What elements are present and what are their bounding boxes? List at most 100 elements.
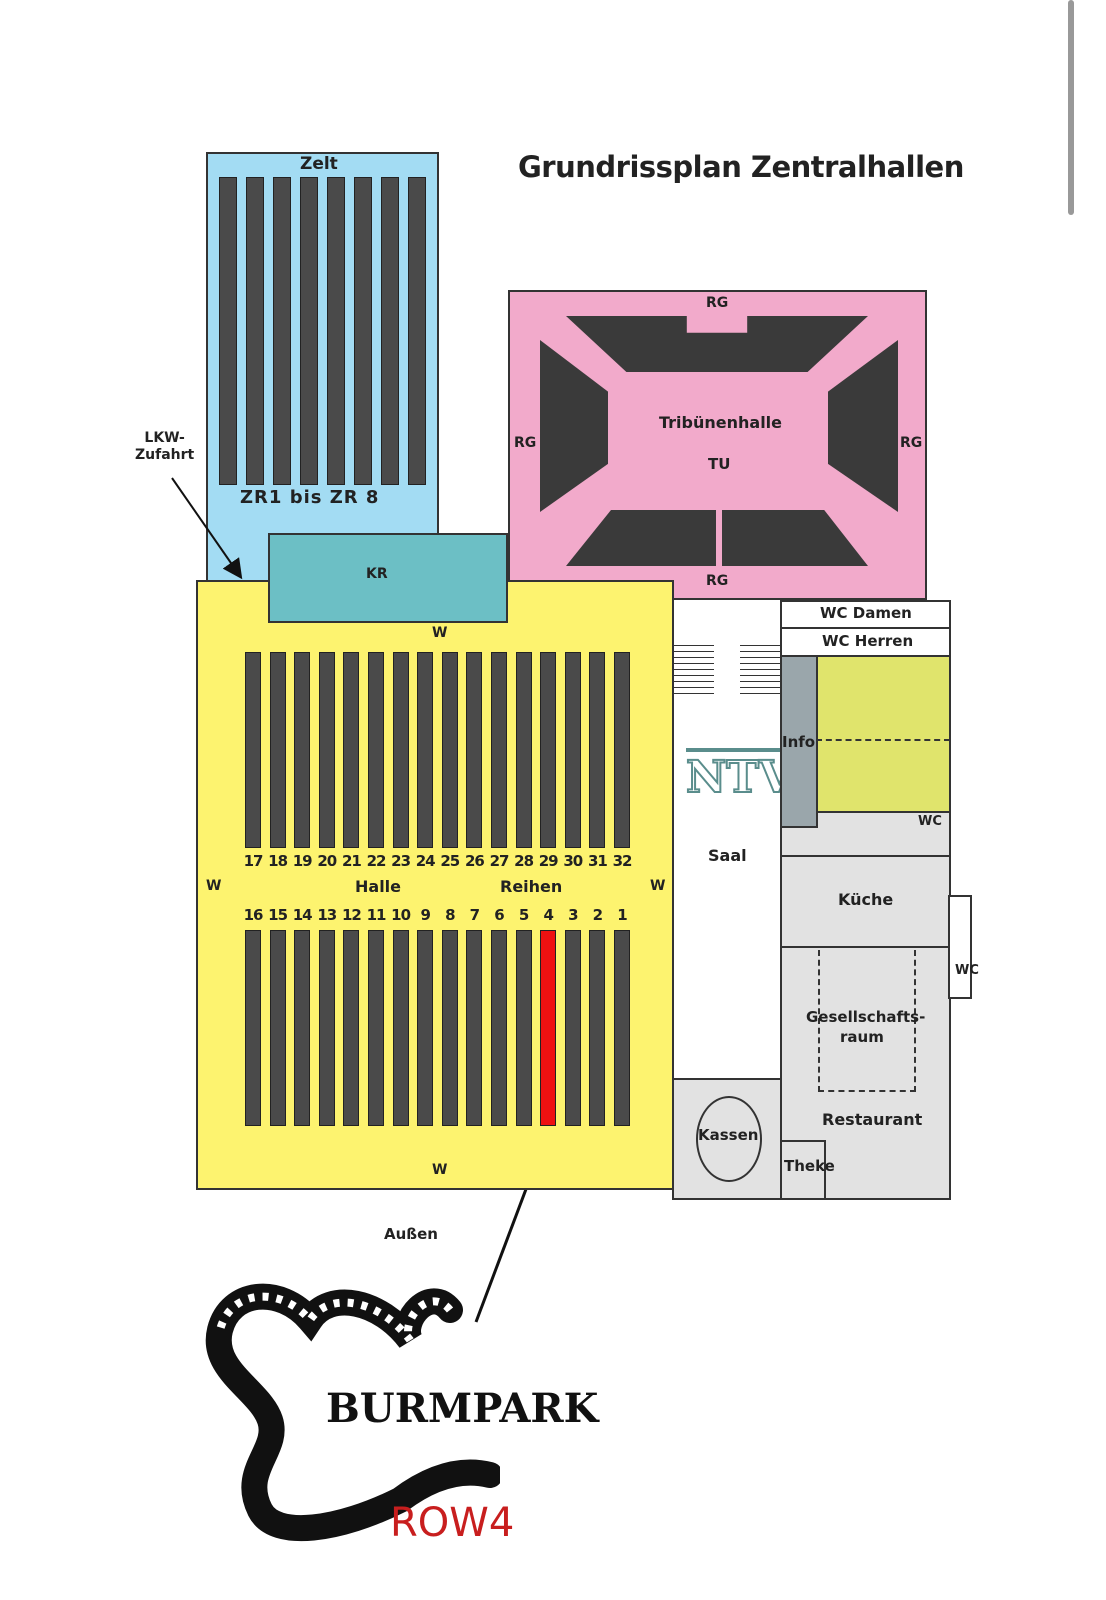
row-number: 18 (268, 852, 288, 870)
gesellschaft-label-1: Gesellschafts- (806, 1008, 926, 1026)
hall-row-14 (294, 930, 311, 1126)
row-number: 5 (518, 906, 529, 924)
gesellschaft-dashed (818, 950, 916, 1092)
aussen-label: Außen (384, 1225, 438, 1243)
row-number: 11 (366, 906, 387, 924)
hall-row-5 (515, 930, 532, 1126)
saal-label: Saal (708, 846, 747, 865)
hall-row-10 (392, 930, 409, 1126)
hall-row-13 (318, 930, 335, 1126)
row-number: 28 (514, 852, 534, 870)
hall-row-16 (245, 930, 261, 1126)
halle-label: Halle (355, 877, 402, 896)
wc-small-label: WC (918, 814, 942, 829)
rg-left: RG (514, 435, 537, 451)
wc-side (948, 895, 972, 999)
zelt-row-5 (327, 177, 345, 485)
dashed-line (816, 739, 950, 741)
row-number: 19 (292, 852, 313, 870)
kueche-label: Küche (838, 890, 894, 909)
hall-row-7 (466, 930, 483, 1126)
zelt-rows-label: ZR1 bis ZR 8 (240, 487, 380, 508)
lkw-arrow (171, 477, 243, 580)
hall-row-26 (466, 652, 483, 848)
kassen-label: Kassen (698, 1126, 759, 1144)
row-number: 24 (415, 852, 436, 870)
kassen-circle (696, 1096, 762, 1182)
rg-bottom: RG (706, 573, 729, 589)
w-bottom: W (432, 1162, 448, 1178)
hall-row-21 (343, 652, 360, 848)
row-number: 3 (568, 906, 578, 924)
kr-label: KR (366, 566, 388, 582)
row-number: 1 (617, 906, 627, 924)
row-number: 2 (592, 906, 603, 924)
zelt-area (206, 152, 439, 582)
restaurant-label: Restaurant (822, 1110, 923, 1129)
kr-area (268, 533, 508, 623)
rg-right: RG (900, 435, 923, 451)
row-number: 14 (292, 906, 313, 924)
row-number: 20 (317, 852, 337, 870)
hall-row-17 (245, 652, 261, 848)
scrollbar[interactable] (1068, 0, 1074, 215)
hall-row-9 (417, 930, 434, 1126)
wc-damen-label: WC Damen (820, 604, 912, 622)
info-label: Info (782, 733, 816, 751)
row-number: 32 (612, 852, 633, 870)
zelt-label: Zelt (300, 154, 338, 174)
w-top: W (432, 625, 448, 641)
tribuene-label: Tribünenhalle (659, 413, 783, 432)
row-number: 15 (268, 906, 288, 924)
hall-row-2 (589, 930, 606, 1126)
highlighted-row-4 (540, 930, 557, 1126)
hall-row-29 (540, 652, 557, 848)
hall-row-24 (417, 652, 434, 848)
row-number: 27 (489, 852, 510, 870)
zelt-row-2 (246, 177, 264, 485)
row-number: 21 (341, 852, 362, 870)
hall-row-11 (368, 930, 384, 1126)
hall-row-28 (515, 652, 532, 848)
hall-row-27 (491, 652, 507, 848)
hall-row-32 (614, 652, 630, 848)
zelt-row-3 (273, 177, 291, 485)
row-number: 4 (543, 906, 553, 924)
row-number: 12 (341, 906, 362, 924)
wc-herren-label: WC Herren (822, 632, 914, 650)
hall-row-25 (441, 652, 458, 848)
row-number: 10 (391, 906, 411, 924)
page-title: Grundrissplan Zentralhallen (518, 150, 964, 184)
hall-row-18 (269, 652, 286, 848)
zelt-row-1 (219, 177, 237, 485)
w-left: W (206, 878, 222, 894)
green-area (816, 655, 951, 813)
theke-label: Theke (784, 1157, 835, 1175)
hall-row-15 (269, 930, 286, 1126)
row-number: 25 (440, 852, 460, 870)
hall-row-3 (564, 930, 581, 1126)
stairs (674, 640, 714, 695)
row-number: 26 (464, 852, 485, 870)
row-number: 30 (563, 852, 583, 870)
logo-name: BURMPARK (326, 1385, 599, 1432)
ntv-logo: NTV (685, 748, 794, 804)
row-number: 16 (243, 906, 264, 924)
divider (780, 855, 950, 857)
row-number: 8 (445, 906, 455, 924)
rg-top: RG (706, 295, 729, 311)
hall-row-22 (368, 652, 384, 848)
w-right: W (650, 878, 666, 894)
hall-row-20 (318, 652, 335, 848)
row-number: 7 (469, 906, 480, 924)
hall-row-30 (564, 652, 581, 848)
wc-side-label: WC (955, 963, 979, 978)
hall-row-1 (614, 930, 630, 1126)
hall-row-12 (343, 930, 360, 1126)
row-number: 31 (587, 852, 608, 870)
zelt-row-4 (300, 177, 318, 485)
row-number: 9 (420, 906, 430, 924)
hall-row-19 (294, 652, 311, 848)
row-number: 23 (391, 852, 411, 870)
row-number: 22 (366, 852, 387, 870)
